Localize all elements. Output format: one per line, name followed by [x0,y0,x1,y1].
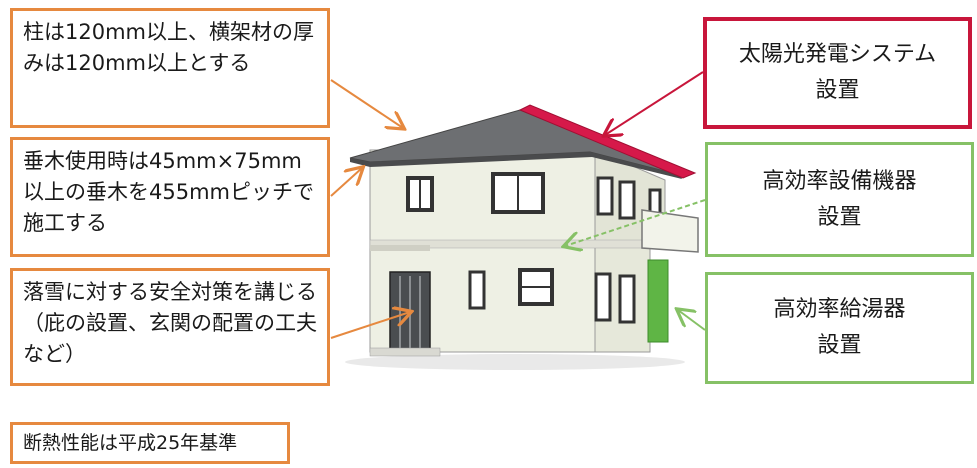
ground-shadow [345,354,685,370]
note-rafters: 垂木使用時は45mm×75mm以上の垂木を455mmピッチで施工する [10,137,330,257]
window-1f-small [468,270,486,310]
window-2f-right-1 [596,176,614,216]
note-solar: 太陽光発電システム 設置 [703,17,972,129]
note-equipment-line2: 設置 [817,204,862,230]
note-water-heater-line1: 高効率給湯器 [773,297,906,322]
note-rafters-text: 垂木使用時は45mm×75mm以上の垂木を455mmピッチで施工する [23,149,314,235]
water-heater-unit [647,259,669,343]
note-snow: 落雪に対する安全対策を講じる（庇の設置、玄関の配置の工夫など） [10,268,330,386]
note-insulation: 断熱性能は平成25年基準 [10,422,290,464]
note-insulation-text: 断熱性能は平成25年基準 [23,432,238,454]
note-equipment: 高効率設備機器 設置 [705,142,974,257]
note-water-heater-line2: 設置 [817,333,862,358]
note-columns: 柱は120mm以上、横架材の厚みは120mm以上とする [10,8,330,128]
entrance-step [369,347,441,357]
arrow-rafters [330,168,362,197]
arrow-columns [330,79,403,128]
note-columns-text: 柱は120mm以上、横架材の厚みは120mm以上とする [23,20,314,75]
note-water-heater: 高効率給湯器 設置 [705,272,974,384]
note-solar-line2: 設置 [815,78,860,103]
note-solar-line1: 太陽光発電システム [738,42,937,67]
arrow-equipment [565,199,706,246]
window-1f-right-2 [618,274,636,324]
window-1f-right-1 [594,272,612,322]
note-snow-text: 落雪に対する安全対策を講じる（庇の設置、玄関の配置の工夫など） [23,280,317,366]
arrow-solar [605,71,704,135]
balcony [641,209,699,253]
note-equipment-line1: 高効率設備機器 [762,168,917,194]
arrow-snow [330,312,410,339]
solar-panel [518,104,697,179]
window-2f-right-2 [618,180,636,220]
entrance-canopy [370,245,430,251]
arrow-water-heater [678,310,706,331]
roof-edge [350,152,682,179]
